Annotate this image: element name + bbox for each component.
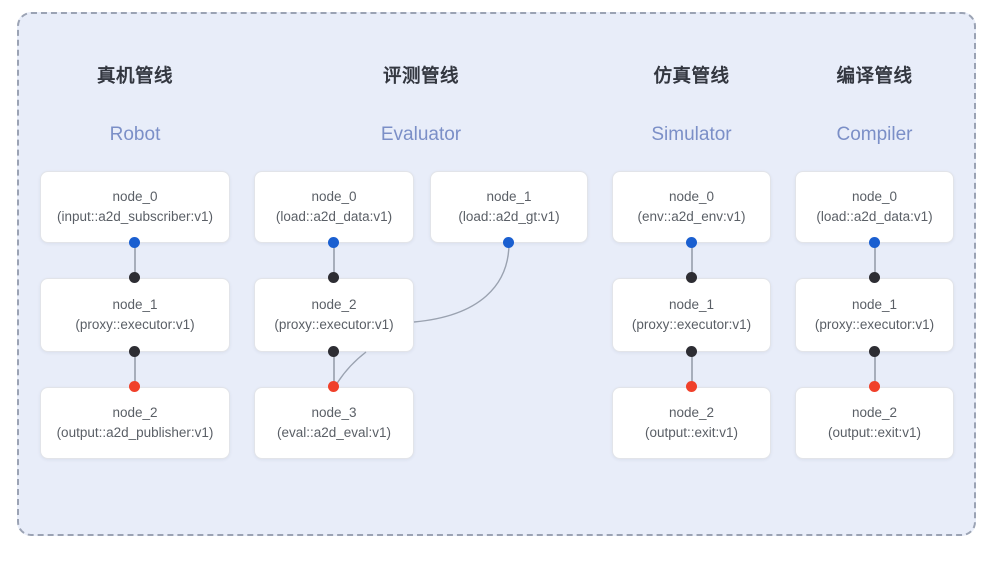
edge-robot-0-to-1 xyxy=(134,242,136,278)
node-box-simulator-0[interactable]: node_0 (env::a2d_env:v1) xyxy=(612,171,771,243)
node-type: (eval::a2d_eval:v1) xyxy=(276,425,392,440)
node-type: (output::exit:v1) xyxy=(644,425,739,440)
column-title-compiler: 编译管线 xyxy=(836,65,913,86)
node-type: (load::a2d_data:v1) xyxy=(816,209,933,224)
node-box-robot-1[interactable]: node_1 (proxy::executor:v1) xyxy=(40,278,230,352)
node-box-simulator-1[interactable]: node_1 (proxy::executor:v1) xyxy=(612,278,771,352)
node-type: (proxy::executor:v1) xyxy=(631,317,752,332)
node-box-evaluator-1[interactable]: node_1 (load::a2d_gt:v1) xyxy=(430,171,588,243)
column-subtitle-robot: Robot xyxy=(109,124,161,145)
node-box-evaluator-0[interactable]: node_0 (load::a2d_data:v1) xyxy=(254,171,414,243)
node-id: node_1 xyxy=(668,297,715,312)
node-box-compiler-2[interactable]: node_2 (output::exit:v1) xyxy=(795,387,954,459)
port-dot-output-robot-0[interactable] xyxy=(129,237,140,248)
port-dot-input-compiler-2[interactable] xyxy=(869,381,880,392)
node-id: node_0 xyxy=(311,189,357,204)
edge-simulator-0-to-1 xyxy=(691,242,693,278)
node-id: node_1 xyxy=(112,297,158,312)
edge-simulator-1-to-2 xyxy=(691,351,693,387)
port-dot-input-simulator-2[interactable] xyxy=(686,381,697,392)
node-type: (load::a2d_data:v1) xyxy=(275,209,393,224)
port-dot-output-compiler-1[interactable] xyxy=(869,346,880,357)
port-dot-output-evaluator-0[interactable] xyxy=(328,237,339,248)
node-box-robot-0[interactable]: node_0 (input::a2d_subscriber:v1) xyxy=(40,171,230,243)
pipeline-column-simulator: 仿真管线 Simulator node_0 (env::a2d_env:v1) … xyxy=(612,0,771,563)
port-dot-output-evaluator-1[interactable] xyxy=(503,237,514,248)
node-type: (proxy::executor:v1) xyxy=(814,317,935,332)
node-box-simulator-2[interactable]: node_2 (output::exit:v1) xyxy=(612,387,771,459)
edge-compiler-1-to-2 xyxy=(874,351,876,387)
node-box-compiler-0[interactable]: node_0 (load::a2d_data:v1) xyxy=(795,171,954,243)
node-id: node_0 xyxy=(668,189,715,204)
node-id: node_1 xyxy=(851,297,898,312)
pipeline-column-robot: 真机管线 Robot node_0 (input::a2d_subscriber… xyxy=(40,0,230,563)
port-dot-input-evaluator-2[interactable] xyxy=(328,272,339,283)
node-type: (output::exit:v1) xyxy=(827,425,922,440)
port-dot-input-simulator-1[interactable] xyxy=(686,272,697,283)
column-title-robot: 真机管线 xyxy=(96,65,173,86)
node-type: (load::a2d_gt:v1) xyxy=(458,209,560,224)
edge-compiler-0-to-1 xyxy=(874,242,876,278)
node-id: node_0 xyxy=(112,189,158,204)
port-dot-input-robot-1[interactable] xyxy=(129,272,140,283)
port-dot-input-robot-2[interactable] xyxy=(129,381,140,392)
pipeline-column-evaluator: 评测管线 Evaluator node_0 (load::a2d_data:v1… xyxy=(254,0,588,563)
node-type: (output::a2d_publisher:v1) xyxy=(56,425,214,440)
node-box-compiler-1[interactable]: node_1 (proxy::executor:v1) xyxy=(795,278,954,352)
column-title-simulator: 仿真管线 xyxy=(653,65,730,86)
port-dot-output-robot-1[interactable] xyxy=(129,346,140,357)
node-type: (input::a2d_subscriber:v1) xyxy=(56,209,214,224)
edge-evaluator-2-to-3 xyxy=(333,351,335,387)
port-dot-input-compiler-1[interactable] xyxy=(869,272,880,283)
node-type: (proxy::executor:v1) xyxy=(75,317,195,332)
edge-evaluator-0-to-2 xyxy=(333,242,335,278)
node-box-robot-2[interactable]: node_2 (output::a2d_publisher:v1) xyxy=(40,387,230,459)
column-subtitle-evaluator: Evaluator xyxy=(380,124,462,145)
edge-robot-1-to-2 xyxy=(134,351,136,387)
node-id: node_2 xyxy=(668,405,715,420)
node-id: node_2 xyxy=(851,405,898,420)
node-id: node_1 xyxy=(486,189,532,204)
node-id: node_2 xyxy=(311,297,357,312)
port-dot-output-evaluator-2[interactable] xyxy=(328,346,339,357)
column-subtitle-simulator: Simulator xyxy=(651,124,732,145)
port-dot-output-compiler-0[interactable] xyxy=(869,237,880,248)
node-id: node_3 xyxy=(311,405,357,420)
column-title-evaluator: 评测管线 xyxy=(382,65,459,86)
node-id: node_2 xyxy=(112,405,158,420)
node-id: node_0 xyxy=(851,189,898,204)
node-box-evaluator-3[interactable]: node_3 (eval::a2d_eval:v1) xyxy=(254,387,414,459)
column-subtitle-compiler: Compiler xyxy=(836,124,913,145)
port-dot-input-evaluator-3[interactable] xyxy=(328,381,339,392)
node-type: (env::a2d_env:v1) xyxy=(637,209,746,224)
pipeline-column-compiler: 编译管线 Compiler node_0 (load::a2d_data:v1)… xyxy=(795,0,954,563)
node-type: (proxy::executor:v1) xyxy=(274,317,394,332)
port-dot-output-simulator-0[interactable] xyxy=(686,237,697,248)
port-dot-output-simulator-1[interactable] xyxy=(686,346,697,357)
node-box-evaluator-2[interactable]: node_2 (proxy::executor:v1) xyxy=(254,278,414,352)
